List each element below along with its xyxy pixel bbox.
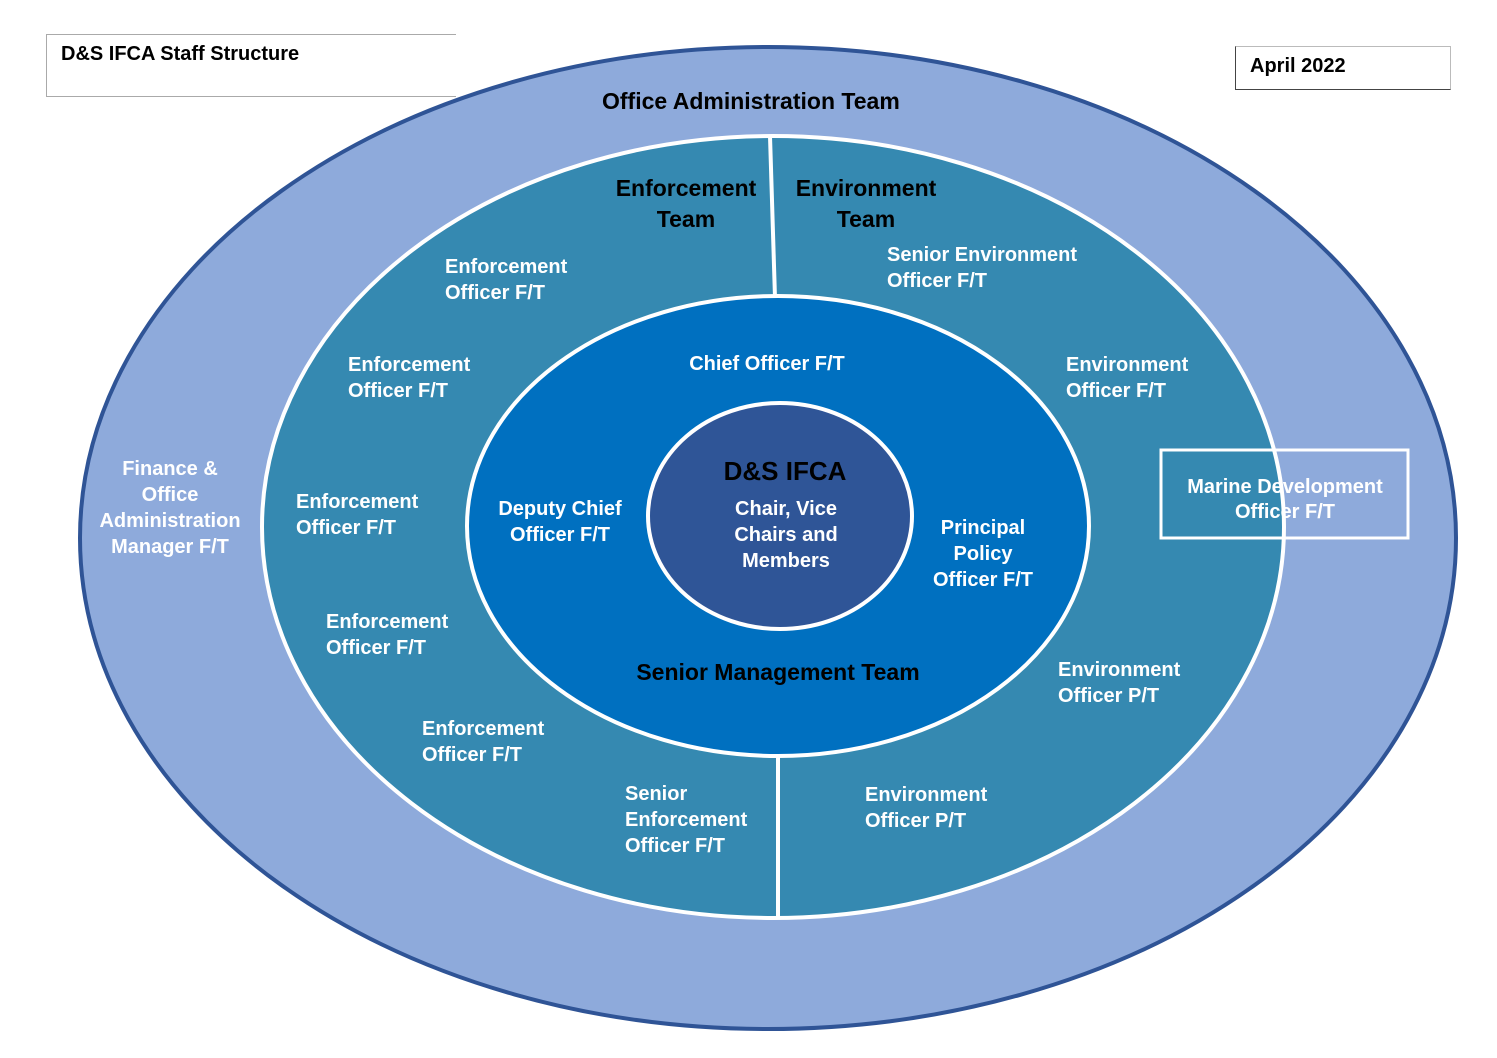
marine-development-frame <box>1159 448 1410 540</box>
senior-management-team-label: Senior Management Team <box>636 659 920 685</box>
environment-officer-2: Environment Officer P/T <box>1058 659 1181 707</box>
environment-officer-1: Environment Officer F/T <box>1066 354 1189 402</box>
chief-officer-label: Chief Officer F/T <box>689 353 845 375</box>
enforcement-officer-1: Enforcement Officer F/T <box>445 256 568 304</box>
enforcement-officer-2: Enforcement Officer F/T <box>348 354 471 402</box>
date-label: April 2022 <box>1250 55 1346 77</box>
marine-development-officer: Marine Development Officer F/T <box>1187 476 1383 523</box>
title-box: D&S IFCA Staff Structure <box>46 34 456 97</box>
enforcement-team-label: Enforcement Team <box>615 175 757 232</box>
environment-team-label: Environment Team <box>795 175 937 232</box>
senior-enforcement-officer: Senior Enforcement Officer F/T <box>625 783 748 857</box>
principal-policy-officer-label: Principal Policy Officer F/T <box>932 517 1033 591</box>
core-members-label: Chair, Vice Chairs and Members <box>734 498 838 572</box>
page-title: D&S IFCA Staff Structure <box>61 43 300 65</box>
core-title: D&S IFCA <box>723 456 847 486</box>
deputy-chief-officer-label: Deputy Chief Officer F/T <box>498 498 622 546</box>
enforcement-officer-4: Enforcement Officer F/T <box>326 611 449 659</box>
core-circle <box>646 401 914 631</box>
date-box: April 2022 <box>1235 46 1451 90</box>
finance-manager-label: Finance & Office Administration Manager … <box>99 458 241 558</box>
senior-environment-officer: Senior Environment Officer F/T <box>887 244 1078 292</box>
office-administration-team-label: Office Administration Team <box>602 88 900 114</box>
enforcement-officer-3: Enforcement Officer F/T <box>296 491 419 539</box>
enforcement-officer-5: Enforcement Officer F/T <box>422 718 545 766</box>
team-divider-top <box>768 135 777 299</box>
environment-officer-3: Environment Officer P/T <box>865 784 988 832</box>
